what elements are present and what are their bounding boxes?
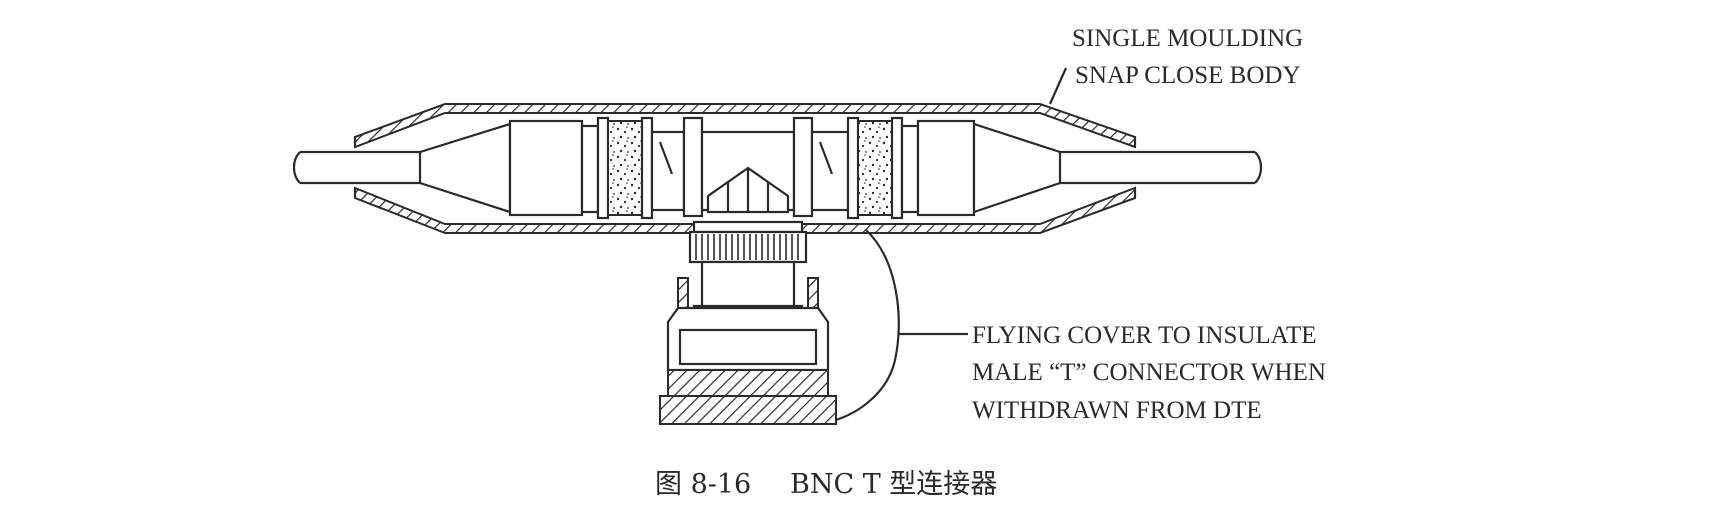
figure-title: BNC T 型连接器	[790, 469, 997, 500]
knurled-ring	[688, 220, 808, 264]
right-cable	[1060, 150, 1263, 185]
right-insulator	[846, 116, 904, 220]
right-plug	[900, 119, 1062, 217]
figure-number: 图 8-16	[655, 469, 751, 500]
label-flying-cover-line1: FLYING COVER TO INSULATE	[972, 322, 1317, 349]
flying-cover	[659, 260, 837, 425]
label-snap-close-body: SNAP CLOSE BODY	[1075, 62, 1301, 89]
left-insulator	[596, 116, 654, 220]
label-flying-cover-line2: MALE “T” CONNECTOR WHEN	[972, 359, 1326, 386]
label-single-moulding: SINGLE MOULDING	[1072, 25, 1303, 52]
label-flying-cover-line3: WITHDRAWN FROM DTE	[972, 397, 1262, 424]
t-connector-barrel	[650, 116, 850, 218]
left-cable	[292, 150, 420, 185]
leader-lines	[835, 67, 1068, 422]
left-plug	[418, 119, 600, 217]
